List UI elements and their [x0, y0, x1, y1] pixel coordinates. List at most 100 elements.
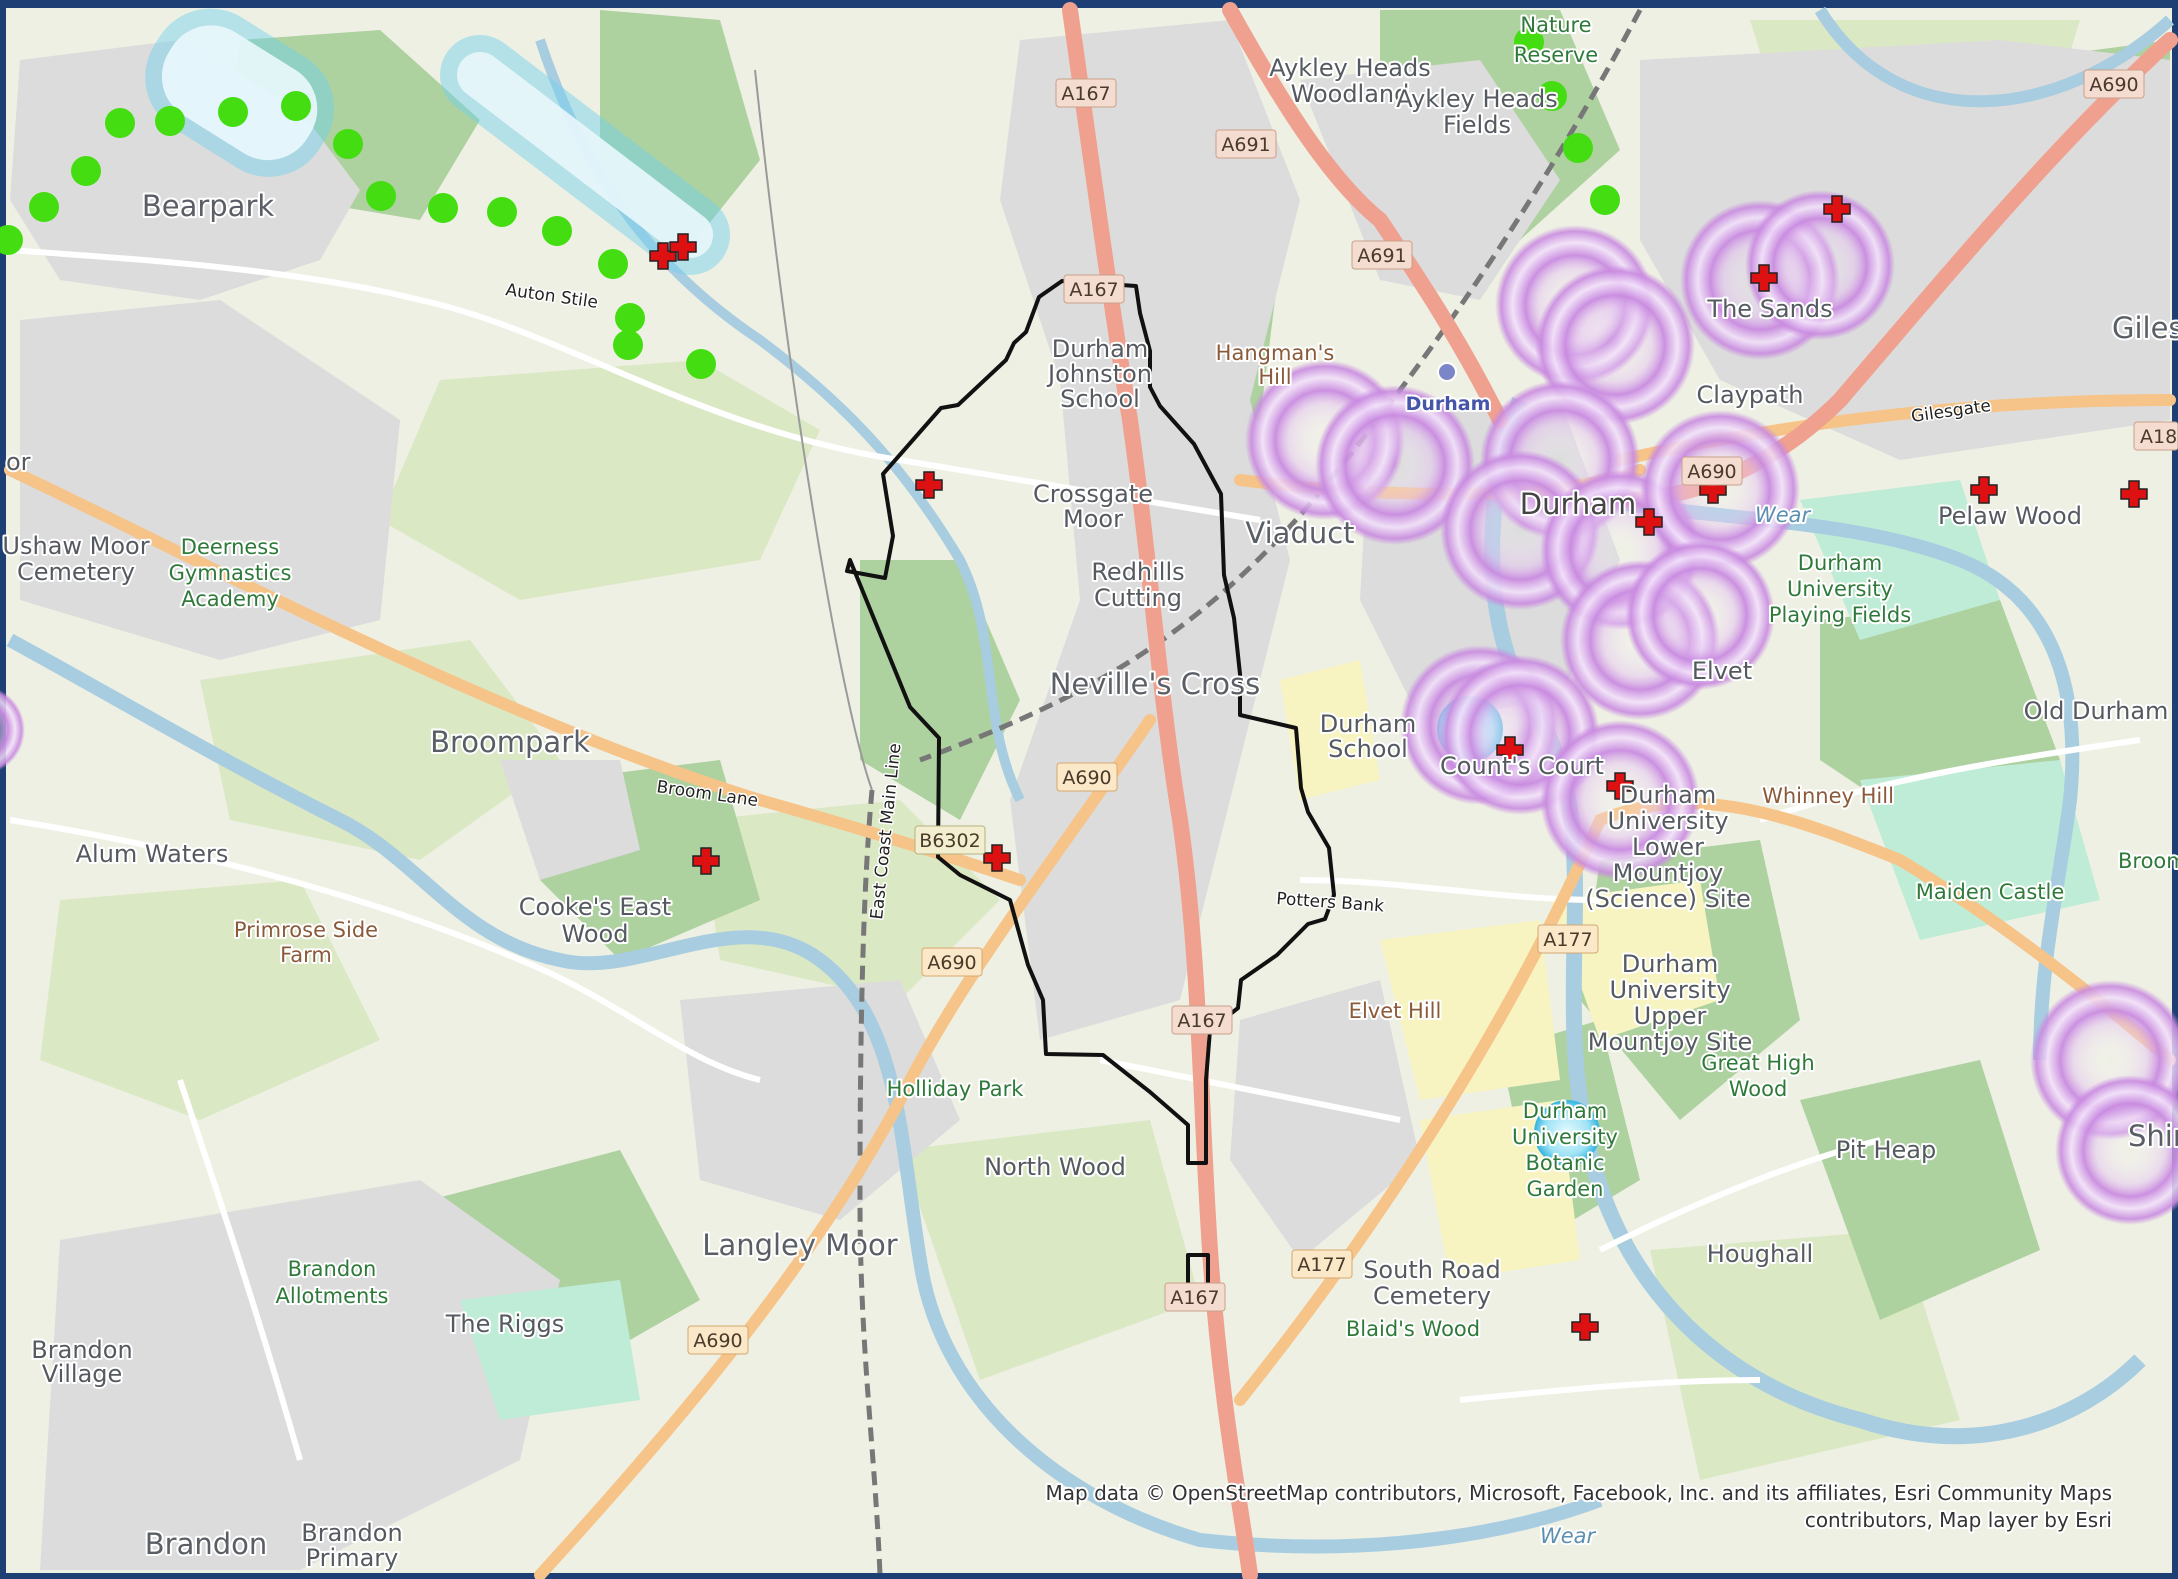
label-hangmans-hill: Hangman's	[1216, 341, 1335, 365]
svg-text:Cemetery: Cemetery	[17, 558, 135, 586]
svg-text:A167: A167	[1177, 1010, 1226, 1032]
svg-text:University: University	[1512, 1125, 1618, 1149]
label-north-wood: North Wood	[984, 1153, 1126, 1181]
svg-text:Cemetery: Cemetery	[1373, 1282, 1491, 1310]
label-viaduct: Viaduct	[1245, 516, 1354, 550]
svg-text:Gymnastics: Gymnastics	[169, 561, 292, 585]
label-old-durham: Old Durham	[2024, 697, 2169, 725]
svg-text:Moor: Moor	[1063, 505, 1123, 533]
blue-buffer-zones	[145, 8, 1600, 1166]
svg-text:contributors, Map layer by Esr: contributors, Map layer by Esri	[1805, 1508, 2112, 1532]
svg-text:A177: A177	[1297, 1254, 1346, 1276]
label-brandon-village: Brandon	[31, 1336, 132, 1364]
green-marker	[686, 349, 716, 379]
label-bearpark: Bearpark	[142, 189, 275, 223]
label-broompark: Broompark	[430, 725, 590, 759]
purple-buffer-zones	[0, 190, 2178, 1225]
label-shin: Shin	[2128, 1119, 2178, 1153]
label-nature-reserve: Nature	[1520, 13, 1591, 37]
green-marker	[487, 197, 517, 227]
label-or: or	[6, 448, 31, 476]
label-ushaw-moor-cemetery: Ushaw Moor	[2, 532, 149, 560]
label-upper-mountjoy-site: Durham	[1622, 950, 1718, 978]
green-marker	[333, 129, 363, 159]
road-shields: A167 A167 A167 A167 A691 A691 A690 A690 …	[687, 69, 2178, 1355]
label-gilesgate: Gilesgate	[2112, 311, 2178, 345]
label-durham-station: Durham	[1406, 393, 1491, 415]
label-maiden-castle: Maiden Castle	[1916, 880, 2065, 904]
green-marker	[0, 225, 23, 255]
label-brandon-allotments: Brandon	[288, 1257, 377, 1281]
label-brandon: Brandon	[145, 1527, 268, 1561]
label-wear-river-south: Wear	[1540, 1524, 1597, 1548]
road-ref-a167: A167	[1055, 78, 1117, 108]
place-labels: Bearpark Auton Stile or Ushaw Moor Cemet…	[0, 11, 2178, 1574]
svg-text:Mountjoy Site: Mountjoy Site	[1588, 1028, 1752, 1056]
label-cookes-east-wood: Cooke's East	[519, 893, 671, 921]
svg-text:A690: A690	[927, 952, 976, 974]
green-marker	[1537, 81, 1567, 111]
label-counts-court: Count's Court	[1440, 752, 1604, 780]
label-elvet: Elvet	[1692, 657, 1752, 685]
road-ref-b6302: B6302	[914, 825, 986, 855]
green-marker	[105, 108, 135, 138]
svg-text:Wood: Wood	[1729, 1077, 1788, 1101]
svg-text:A690: A690	[1062, 767, 1111, 789]
road-ref-a691: A691	[1215, 129, 1277, 159]
svg-text:Garden: Garden	[1527, 1177, 1604, 1201]
road-ref-a690: A690	[921, 947, 983, 977]
label-botanic-garden: Durham	[1523, 1099, 1607, 1123]
svg-text:University: University	[1609, 976, 1730, 1004]
svg-text:Farm: Farm	[280, 943, 332, 967]
road-ref-a691: A691	[1351, 240, 1413, 270]
label-houghall: Houghall	[1707, 1240, 1813, 1268]
green-marker	[71, 156, 101, 186]
green-marker	[155, 106, 185, 136]
label-durham-school: Durham	[1320, 710, 1416, 738]
road-ref-a690: A690	[2083, 69, 2145, 99]
svg-text:University: University	[1607, 807, 1728, 835]
label-the-sands: The Sands	[1706, 295, 1832, 323]
svg-text:Wood: Wood	[562, 920, 629, 948]
svg-text:Primary: Primary	[306, 1544, 399, 1572]
label-deerness-academy: Deerness	[181, 535, 279, 559]
svg-text:Lower: Lower	[1632, 833, 1704, 861]
label-durham: Durham	[1520, 487, 1637, 521]
svg-text:Reserve: Reserve	[1514, 43, 1598, 67]
label-pelaw-wood: Pelaw Wood	[1938, 502, 2082, 530]
svg-text:Map data © OpenStreetMap contr: Map data © OpenStreetMap contributors, M…	[1046, 1481, 2112, 1505]
green-marker	[29, 192, 59, 222]
svg-text:A177: A177	[1543, 929, 1592, 951]
label-elvet-hill: Elvet Hill	[1349, 999, 1442, 1023]
green-marker	[366, 181, 396, 211]
svg-text:A167: A167	[1170, 1287, 1219, 1309]
svg-text:A691: A691	[1357, 245, 1406, 267]
svg-text:A690: A690	[2089, 74, 2138, 96]
green-marker	[613, 330, 643, 360]
road-ref-a690: A690	[1056, 762, 1118, 792]
label-durham-university-playing-fields: Durham	[1798, 551, 1882, 575]
map-attribution: Map data © OpenStreetMap contributors, M…	[1044, 1479, 2114, 1534]
svg-text:University: University	[1787, 577, 1893, 601]
station-icon	[1437, 362, 1457, 382]
road-ref-a167: A167	[1063, 274, 1125, 304]
label-great-high-wood: Great High	[1701, 1051, 1814, 1075]
svg-text:(Science) Site: (Science) Site	[1585, 885, 1750, 913]
road-ref-a18: A18	[2133, 421, 2178, 451]
svg-text:Fields: Fields	[1443, 111, 1511, 139]
label-pit-heap: Pit Heap	[1836, 1136, 1936, 1164]
road-ref-a690: A690	[1681, 456, 1743, 486]
label-nevilles-cross: Neville's Cross	[1050, 667, 1261, 701]
svg-text:A167: A167	[1069, 279, 1118, 301]
label-alum-waters: Alum Waters	[76, 840, 229, 868]
road-ref-a167: A167	[1164, 1282, 1226, 1312]
svg-text:Cutting: Cutting	[1094, 584, 1182, 612]
road-ref-a167: A167	[1171, 1005, 1233, 1035]
label-redhills-cutting: Redhills	[1091, 558, 1184, 586]
svg-text:Botanic: Botanic	[1525, 1151, 1604, 1175]
label-crossgate-moor: Crossgate	[1033, 480, 1153, 508]
svg-text:Johnston: Johnston	[1046, 360, 1152, 388]
svg-text:B6302: B6302	[919, 830, 980, 852]
label-brandon-primary: Brandon	[301, 1519, 402, 1547]
